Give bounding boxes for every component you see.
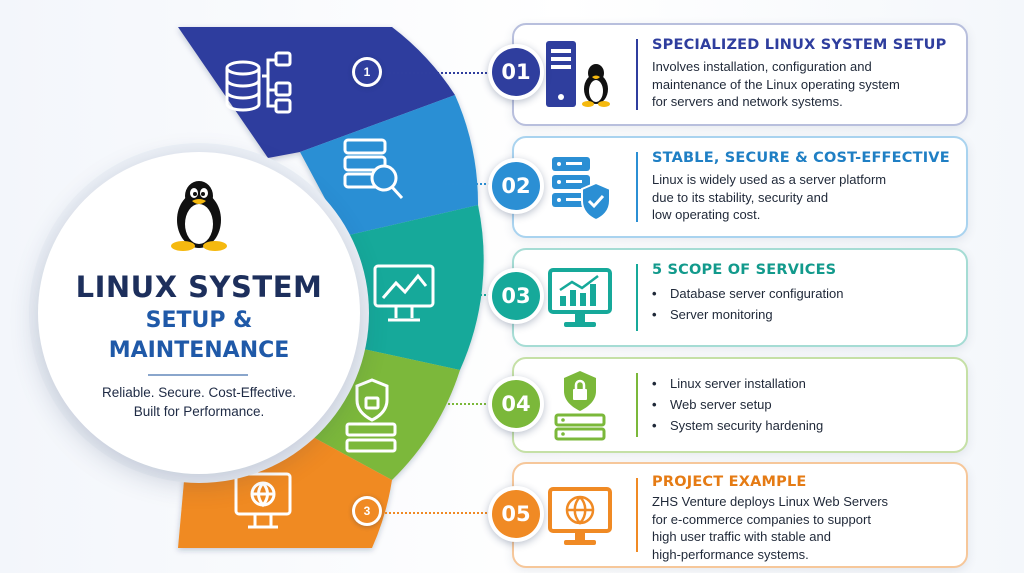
connector-1 (378, 72, 490, 74)
card-01-title: SPECIALIZED LINUX SYSTEM SETUP (652, 37, 947, 53)
segment-1-wedge (178, 27, 455, 158)
card-04-bullet-1: Linux server installation (652, 373, 956, 394)
center-hub: LINUX SYSTEM SETUP & MAINTENANCE Reliabl… (38, 152, 360, 474)
hub-divider (148, 374, 248, 376)
card-03-bullet-2: Server monitoring (652, 304, 956, 325)
number-badge-04: 04 (488, 376, 544, 432)
globe-monitor-icon (548, 487, 612, 545)
segment-3-wedge (345, 205, 484, 370)
number-badge-03: 03 (488, 268, 544, 324)
marker-bottom: 3 (352, 496, 382, 526)
secure-server-icon (552, 157, 611, 222)
shield-server-icon (345, 378, 397, 453)
card-05-line-1: ZHS Venture deploys Linux Web Servers (652, 494, 889, 509)
number-badge-02: 02 (488, 158, 544, 214)
card-05-line-3: high user traffic with stable and (652, 529, 831, 544)
server-search-icon (343, 138, 404, 200)
card-02-line-3: low operating cost. (652, 207, 761, 222)
card-05-title: PROJECT EXAMPLE (652, 474, 807, 490)
hub-subtitle-1: SETUP & (145, 308, 253, 333)
card-02-title: STABLE, SECURE & COST-EFFECTIVE (652, 150, 950, 166)
database-tree-icon (225, 51, 292, 114)
card-05-line-2: for e-commerce companies to support (652, 511, 871, 527)
card-02-line-2: due to its stability, security and (652, 189, 829, 205)
card-01-line-2: maintenance of the Linux operating syste… (652, 76, 900, 92)
connector-4 (440, 403, 490, 405)
card-02: STABLE, SECURE & COST-EFFECTIVE Linux is… (512, 136, 968, 238)
number-badge-05: 05 (488, 486, 544, 542)
card-05-line-4: high-performance systems. (652, 546, 809, 562)
monitor-chart-icon (373, 264, 435, 322)
card-02-line-1: Linux is widely used as a server platfor… (652, 172, 887, 187)
linux-server-icon (546, 40, 610, 107)
connector-2 (445, 183, 490, 185)
card-05: PROJECT EXAMPLE ZHS Venture deploys Linu… (512, 462, 968, 568)
connector-3 (460, 294, 490, 296)
monitor-globe-icon (234, 472, 292, 529)
card-04-bullet-3: System security hardening (652, 415, 956, 436)
tux-penguin-icon (171, 181, 227, 251)
card-04-bullet-2: Web server setup (652, 394, 956, 415)
number-badge-01: 01 (488, 44, 544, 100)
card-01: SPECIALIZED LINUX SYSTEM SETUP Involves … (512, 23, 968, 126)
lock-server-icon (554, 371, 606, 441)
hub-title: LINUX SYSTEM (75, 270, 323, 304)
connector-5 (378, 512, 490, 514)
hub-tagline-1: Reliable. Secure. Cost-Effective. (101, 385, 297, 400)
card-04: Linux server installation Web server set… (512, 357, 968, 453)
hub-tagline-2: Built for Performance. (133, 404, 265, 419)
card-03-title: 5 SCOPE OF SERVICES (652, 262, 837, 278)
card-01-line-1: Involves installation, configuration and (652, 59, 872, 74)
card-01-line-3: for servers and network systems. (652, 94, 843, 109)
marker-top: 1 (352, 57, 382, 87)
monitor-chart-icon-card (548, 267, 612, 327)
hub-subtitle-2: MAINTENANCE (108, 338, 290, 363)
card-03-bullet-1: Database server configuration (652, 283, 956, 304)
card-03: 5 SCOPE OF SERVICES Database server conf… (512, 248, 968, 347)
